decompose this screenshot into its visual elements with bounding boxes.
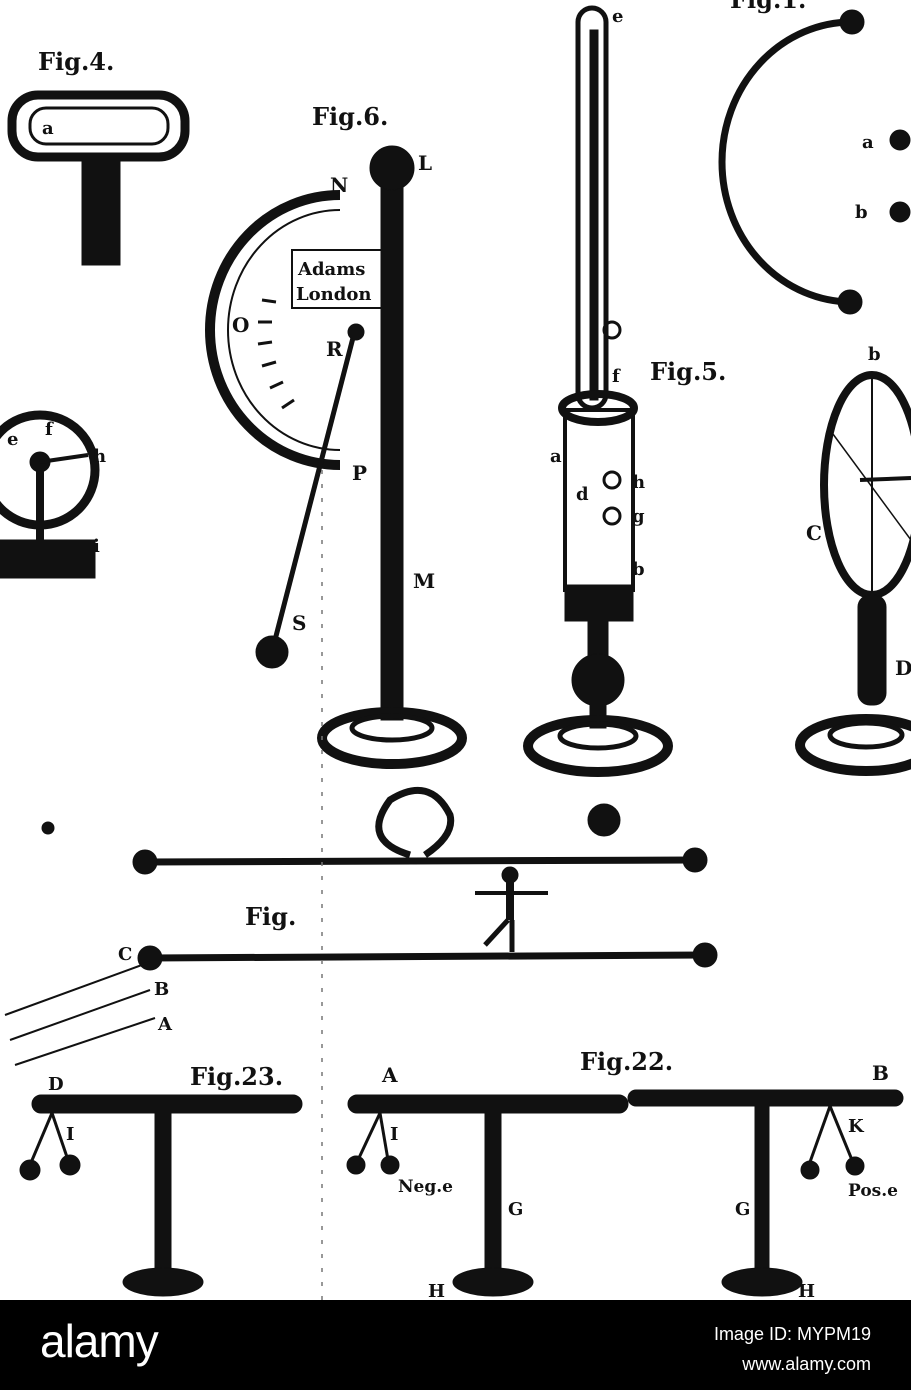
fig6-electrometer: Fig.6. Adams London L N O — [205, 102, 467, 769]
fig23-letter-I: I — [66, 1124, 74, 1145]
fig6-letter-N: N — [330, 173, 348, 197]
fig6-letter-S: S — [292, 611, 306, 635]
nameplate-line2: London — [296, 284, 371, 305]
fig6-letter-P: P — [352, 461, 367, 485]
engraving-plate: Fig.4. a e f h i Fig.6. — [0, 0, 911, 1300]
image-id-text: Image ID: MYPM19 — [713, 1324, 871, 1344]
fig5-letter-b: b — [632, 559, 645, 580]
fig4-letter-a: a — [42, 118, 54, 139]
left-letter-f: f — [45, 419, 54, 440]
watermark-footer: alamy Image ID: MYPM19 www.alamy.com — [0, 1300, 911, 1390]
fig-rod-label: Fig. — [245, 902, 296, 931]
fig22-label: Fig.22. — [580, 1047, 673, 1076]
fig6-letter-L: L — [418, 151, 432, 175]
rod-letter-A: A — [157, 1014, 173, 1035]
fig22-letter-G1: G — [508, 1199, 523, 1220]
fig5-apparatus: Fig.5. e f a h g d b — [523, 5, 726, 777]
fig22-letter-I: I — [390, 1124, 398, 1145]
fig22-letter-B: B — [872, 1061, 889, 1085]
fig1-arc: Fig.1. a b — [718, 0, 911, 315]
alamy-logo: alamy — [40, 1315, 159, 1367]
fig22-letter-H1: H — [428, 1281, 445, 1300]
ring-letter-b: b — [868, 344, 881, 365]
fig1-label: Fig.1. — [730, 0, 806, 14]
left-letter-i: i — [93, 536, 100, 557]
fig5-label: Fig.5. — [650, 357, 726, 386]
fig23-letter-D: D — [48, 1074, 64, 1095]
fig1-letter-b: b — [855, 202, 868, 223]
fig22-letter-H2: H — [798, 1281, 815, 1300]
fig23-label: Fig.23. — [190, 1062, 283, 1091]
fig1-letter-a: a — [862, 132, 874, 153]
ring-letter-D: D — [895, 656, 911, 680]
rod-letter-B: B — [154, 979, 169, 1000]
suspended-rods: Fig. C B A — [4, 786, 718, 1066]
nameplate-line1: Adams — [297, 259, 365, 280]
fig22-pos-label: Pos.e — [848, 1181, 898, 1201]
fig6-letter-R: R — [326, 337, 343, 361]
fig5-letter-d: d — [576, 484, 589, 505]
fig6-label: Fig.6. — [312, 102, 388, 131]
fig22-neg-label: Neg.e — [398, 1177, 453, 1197]
fig6-letter-M: M — [413, 569, 435, 593]
fig5-letter-e: e — [612, 6, 623, 27]
dancing-figure — [475, 866, 548, 952]
left-letter-h: h — [93, 446, 106, 467]
fig22-stands: Fig.22. A B I K Neg.e Pos.e G G H H — [346, 1047, 904, 1300]
fig22-letter-A: A — [381, 1063, 398, 1087]
ring-stand: b C D — [795, 344, 911, 776]
fig5-letter-a: a — [550, 446, 562, 467]
ring-letter-C: C — [806, 521, 822, 545]
fig23-stand: Fig.23. D I — [19, 1062, 303, 1297]
fig5-letter-g: g — [632, 506, 645, 527]
fig5-letter-f: f — [612, 366, 621, 387]
fig4-apparatus: Fig.4. a — [7, 47, 190, 266]
fig22-letter-K: K — [848, 1116, 865, 1137]
site-url-text: www.alamy.com — [742, 1354, 871, 1374]
rod-letter-C: C — [118, 944, 132, 965]
fig5-letter-h: h — [632, 472, 645, 493]
fig6-letter-O: O — [232, 313, 249, 337]
fig22-letter-G2: G — [735, 1199, 750, 1220]
fig4-label: Fig.4. — [38, 47, 114, 76]
left-letter-e: e — [7, 429, 18, 450]
left-partial-apparatus: e f h i — [0, 410, 106, 579]
